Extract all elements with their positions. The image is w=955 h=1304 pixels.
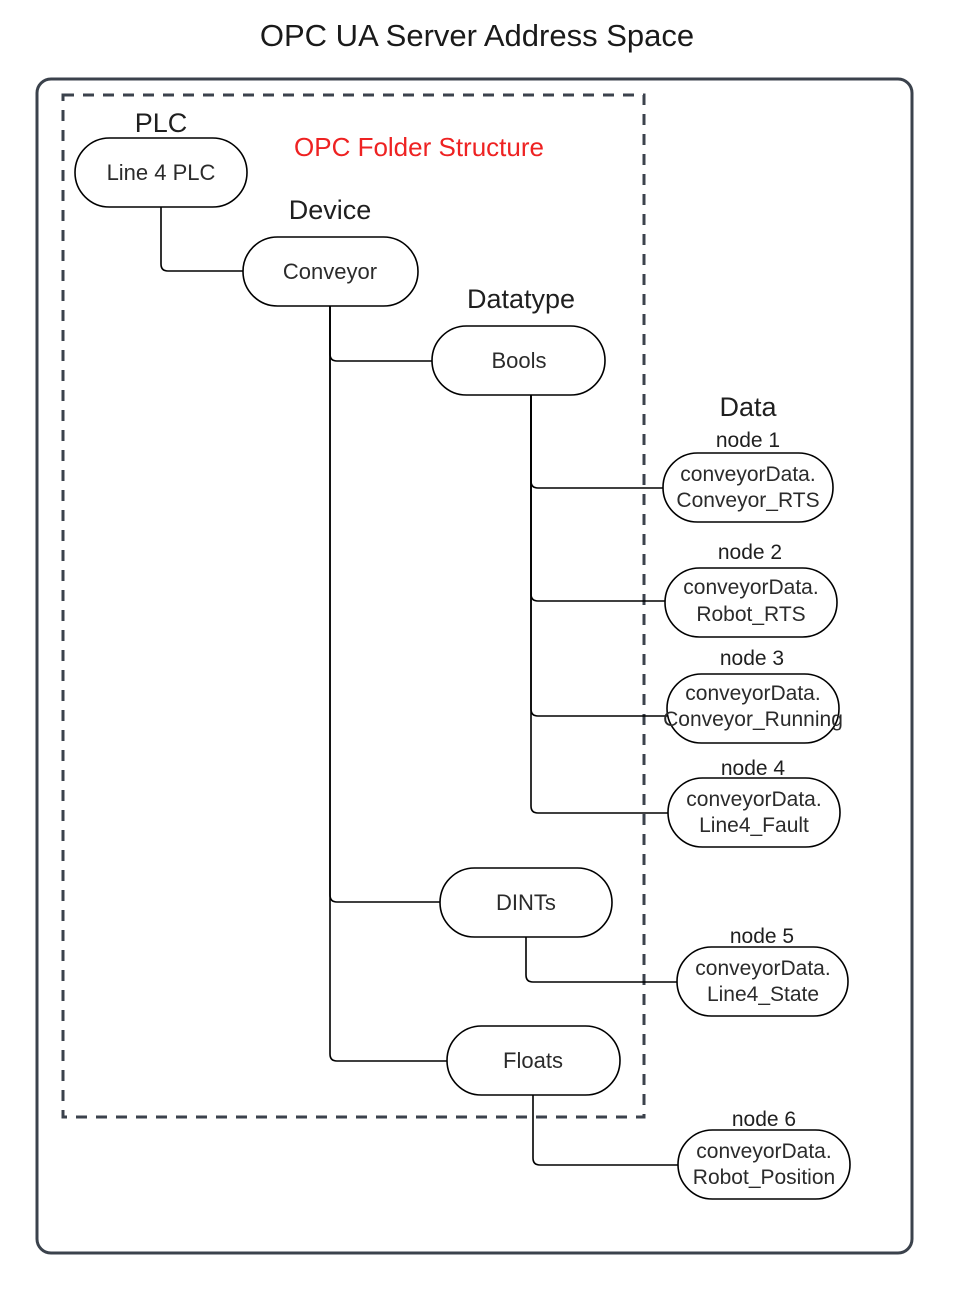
node-6-caption: node 6	[732, 1108, 796, 1131]
group-label-data: Data	[719, 392, 777, 422]
group-label-datatype: Datatype	[467, 284, 575, 314]
edge-dints-to-node5	[525, 937, 677, 983]
node-4-line2: Line4_Fault	[699, 814, 809, 837]
node-4-line1: conveyorData.	[686, 788, 821, 811]
node-line4-plc-label: Line 4 PLC	[107, 160, 216, 185]
node-bools[interactable]	[431, 325, 606, 396]
node-line4-plc[interactable]	[74, 137, 248, 208]
node-conveyor[interactable]	[242, 236, 419, 307]
node-5-caption: node 5	[730, 925, 794, 948]
node-dints-label: DINTs	[496, 890, 556, 915]
node-3-caption: node 3	[720, 647, 784, 670]
node-1-line1: conveyorData.	[680, 463, 815, 486]
group-label-device: Device	[289, 195, 372, 225]
node-bools-label: Bools	[491, 348, 546, 373]
node-3-line1: conveyorData.	[685, 682, 820, 705]
edge-floats-to-node6	[532, 1095, 678, 1166]
node-2-line1: conveyorData.	[683, 576, 818, 599]
node-1-line2: Conveyor_RTS	[676, 489, 819, 512]
node-2-caption: node 2	[718, 541, 782, 564]
node-6-line2: Robot_Position	[693, 1166, 835, 1189]
node-5[interactable]	[676, 946, 849, 1017]
group-label-plc: PLC	[135, 108, 188, 138]
node-4[interactable]	[667, 777, 841, 848]
node-2-line2: Robot_RTS	[696, 603, 805, 626]
node-5-line1: conveyorData.	[695, 957, 830, 980]
node-4-caption: node 4	[721, 757, 786, 780]
page-title: OPC UA Server Address Space	[260, 18, 694, 53]
node-floats-label: Floats	[503, 1048, 563, 1073]
node-dints[interactable]	[439, 867, 613, 938]
node-6-line1: conveyorData.	[696, 1140, 831, 1163]
node-3-line2: Conveyor_Running	[663, 708, 843, 731]
opc-folder-structure-label: OPC Folder Structure	[294, 132, 544, 162]
edge-conveyor-to-floats	[329, 305, 447, 1062]
node-5-line2: Line4_State	[707, 983, 819, 1006]
node-3[interactable]	[666, 673, 840, 744]
node-6[interactable]	[677, 1129, 851, 1200]
node-1[interactable]	[662, 452, 834, 523]
node-1-caption: node 1	[716, 429, 780, 452]
edge-plc-to-conveyor	[160, 207, 243, 272]
node-2[interactable]	[664, 567, 838, 638]
node-floats[interactable]	[446, 1025, 621, 1096]
node-conveyor-label: Conveyor	[283, 259, 377, 284]
edge-bools-to-node4	[530, 395, 668, 814]
opc-folder-structure-frame	[61, 93, 646, 1119]
